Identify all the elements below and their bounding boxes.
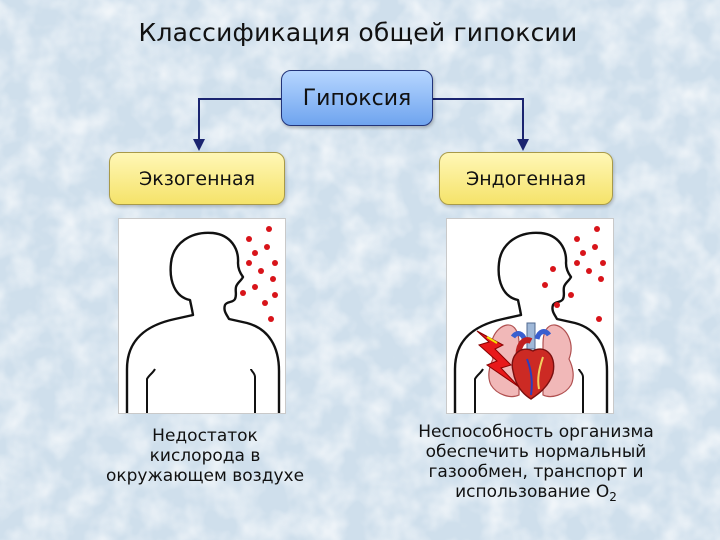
- endogenous-illustration: [446, 218, 614, 414]
- endogenous-caption-line-3: газообмен, транспорт и: [428, 462, 644, 482]
- left-arm-line: [146, 368, 156, 413]
- oxygen-usage-text: использование О: [455, 482, 610, 502]
- left-arm-line: [474, 368, 484, 413]
- arrowhead-right: [517, 139, 529, 151]
- right-arm-line: [250, 368, 256, 413]
- endogenous-caption-line-4: использование О2: [386, 482, 686, 504]
- exogenous-illustration: [118, 218, 286, 414]
- page-title: Классификация общей гипоксии: [138, 18, 578, 47]
- human-silhouette-icon: [125, 231, 281, 413]
- arrowhead-left: [193, 139, 205, 151]
- exogenous-caption-line-2: кислорода в: [149, 446, 261, 466]
- connector-left: [198, 98, 281, 140]
- exogenous-caption-line-3: окружающем воздухе: [105, 466, 305, 486]
- hypoxia-root-node: Гипоксия: [281, 70, 433, 126]
- endogenous-caption-line-2: обеспечить нормальный: [425, 442, 647, 462]
- oxygen-dots-icon: [240, 226, 278, 322]
- exogenous-caption: Недостаток кислорода в окружающем воздух…: [88, 426, 322, 486]
- oxygen-dots-icon: [542, 226, 606, 322]
- exogenous-caption-line-1: Недостаток: [152, 426, 258, 446]
- right-arm-line: [578, 368, 584, 413]
- exogenous-node: Экзогенная: [109, 152, 285, 205]
- endogenous-node: Эндогенная: [439, 152, 613, 205]
- endogenous-caption-line-1: Неспособность организма: [418, 422, 654, 442]
- oxygen-subscript: 2: [609, 490, 617, 504]
- endogenous-caption: Неспособность организма обеспечить норма…: [386, 422, 686, 504]
- lightning-bolt-icon: [476, 330, 520, 388]
- heart-lungs-icon: [488, 322, 574, 400]
- connector-right: [433, 98, 524, 140]
